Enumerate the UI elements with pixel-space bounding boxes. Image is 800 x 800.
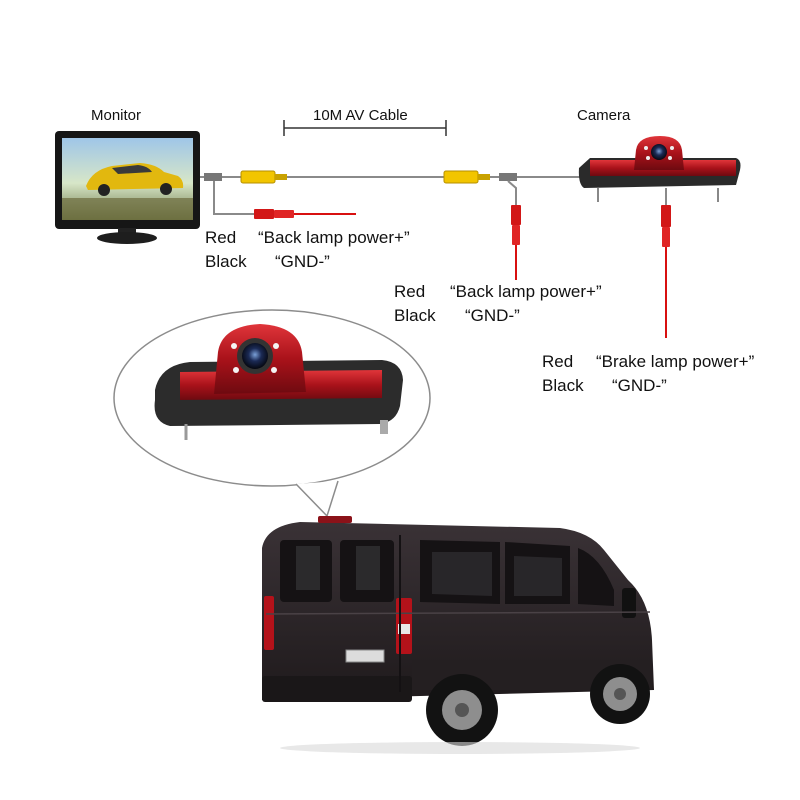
monitor-red-wire-desc: “Back lamp power+” [258,228,410,247]
camera-black-wire-desc: “GND-” [612,376,667,395]
monitor-power-wire [213,181,356,219]
middle-black-wire-desc: “GND-” [465,306,520,325]
zoom-callout [113,309,431,518]
license-plate [345,649,385,663]
cable-length-label: 10M AV Cable [313,107,408,124]
monitor-black-wire-desc: “GND-” [275,252,330,271]
front-wheel [590,664,650,724]
camera-black-wire-label: Black [542,376,584,395]
cable-length-bracket [283,120,447,136]
monitor-red-wire-label: Red [205,228,237,247]
camera-lens [651,144,667,160]
rear-wheel [426,674,498,746]
middle-power-wire [507,180,521,280]
middle-black-wire-label: Black [394,306,436,325]
middle-red-wire-desc: “Back lamp power+” [450,282,602,301]
middle-red-wire-label: Red [394,282,426,301]
camera-red-wire-label: Red [542,352,574,371]
brake-light-camera [578,136,741,202]
camera-power-wire [661,188,671,338]
monitor [55,131,200,244]
rca-connector-left [240,170,276,184]
monitor-black-wire-label: Black [205,252,247,271]
van [262,516,654,754]
car-image-icon [62,163,193,220]
av-cable [200,170,590,184]
van-brake-light [318,516,352,523]
monitor-label: Monitor [91,107,142,124]
brake-light-camera-closeup [154,324,403,440]
camera-red-wire-desc: “Brake lamp power+” [596,352,755,371]
camera-label: Camera [577,107,631,124]
rca-connector-right [443,170,479,184]
